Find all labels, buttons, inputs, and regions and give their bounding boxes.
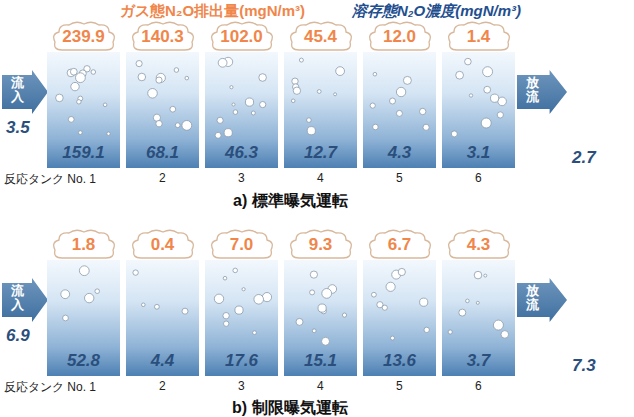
arrow-shape xyxy=(517,278,567,322)
reaction-tank: 12.7 xyxy=(284,52,357,168)
inflow-arrow: 流入 xyxy=(2,278,48,322)
gas-value: 9.3 xyxy=(288,235,354,255)
reaction-tank: 4.4 xyxy=(126,260,199,376)
dissolved-value: 3.7 xyxy=(442,351,515,371)
gas-value: 1.4 xyxy=(446,27,512,47)
gas-emission-cloud: 9.3 xyxy=(288,228,354,260)
gas-value: 12.0 xyxy=(367,27,433,47)
gas-value: 239.9 xyxy=(51,27,117,47)
tank-number: 5 xyxy=(396,379,403,393)
gas-value: 7.0 xyxy=(209,235,275,255)
reaction-tank: 13.6 xyxy=(363,260,436,376)
gas-emission-cloud: 6.7 xyxy=(367,228,433,260)
gas-emission-cloud: 0.4 xyxy=(130,228,196,260)
dissolved-value: 12.7 xyxy=(284,143,357,163)
reaction-tank: 46.3 xyxy=(205,52,278,168)
gas-emission-cloud: 12.0 xyxy=(367,20,433,52)
caption: b) 制限曝気運転 xyxy=(232,398,348,417)
dissolved-value: 13.6 xyxy=(363,351,436,371)
arrow-shape xyxy=(517,70,567,114)
tank-number: 2 xyxy=(159,171,166,185)
gas-emission-cloud: 1.4 xyxy=(446,20,512,52)
tank-number: 2 xyxy=(159,379,166,393)
arrow-shape xyxy=(2,278,48,322)
gas-value: 6.7 xyxy=(367,235,433,255)
flow-label: 放流 xyxy=(526,284,539,313)
outflow-value: 7.3 xyxy=(572,356,596,376)
reaction-tank: 68.1 xyxy=(126,52,199,168)
tank-number: 5 xyxy=(396,171,403,185)
tank-number: 4 xyxy=(317,171,324,185)
tank-number: 反応タンク No. 1 xyxy=(4,379,96,396)
reaction-tank: 52.8 xyxy=(47,260,120,376)
inflow-value: 3.5 xyxy=(6,118,30,138)
tank-number: 3 xyxy=(238,171,245,185)
dissolved-value: 4.3 xyxy=(363,143,436,163)
flow-label: 放流 xyxy=(526,76,539,105)
flow-label: 流入 xyxy=(11,76,24,105)
gas-value: 102.0 xyxy=(209,27,275,47)
tank-number: 6 xyxy=(475,379,482,393)
reaction-tank: 15.1 xyxy=(284,260,357,376)
reaction-tank: 3.1 xyxy=(442,52,515,168)
gas-value: 45.4 xyxy=(288,27,354,47)
gas-emission-cloud: 239.9 xyxy=(51,20,117,52)
inflow-arrow: 流入 xyxy=(2,70,48,114)
gas-emission-cloud: 4.3 xyxy=(446,228,512,260)
inflow-value: 6.9 xyxy=(6,326,30,346)
dissolved-value: 4.4 xyxy=(126,351,199,371)
legend-dissolved: 溶存態N₂O濃度(mgN/m³) xyxy=(352,2,521,21)
dissolved-value: 17.6 xyxy=(205,351,278,371)
gas-emission-cloud: 7.0 xyxy=(209,228,275,260)
outflow-value: 2.7 xyxy=(572,148,596,168)
outflow-arrow: 放流 xyxy=(517,278,567,322)
gas-emission-cloud: 45.4 xyxy=(288,20,354,52)
reaction-tank: 3.7 xyxy=(442,260,515,376)
dissolved-value: 68.1 xyxy=(126,143,199,163)
gas-value: 4.3 xyxy=(446,235,512,255)
arrow-shape xyxy=(2,70,48,114)
gas-emission-cloud: 140.3 xyxy=(130,20,196,52)
dissolved-value: 3.1 xyxy=(442,143,515,163)
flow-label: 流入 xyxy=(11,284,24,313)
gas-value: 1.8 xyxy=(51,235,117,255)
tank-number: 3 xyxy=(238,379,245,393)
dissolved-value: 159.1 xyxy=(47,143,120,163)
reaction-tank: 159.1 xyxy=(47,52,120,168)
tank-number: 6 xyxy=(475,171,482,185)
dissolved-value: 46.3 xyxy=(205,143,278,163)
gas-value: 0.4 xyxy=(130,235,196,255)
reaction-tank: 17.6 xyxy=(205,260,278,376)
gas-emission-cloud: 1.8 xyxy=(51,228,117,260)
tank-number: 反応タンク No. 1 xyxy=(4,171,96,188)
legend-gas: ガス態N₂O排出量(mgN/m³) xyxy=(120,2,305,21)
caption: a) 標準曝気運転 xyxy=(233,191,348,212)
tank-number: 4 xyxy=(317,379,324,393)
dissolved-value: 52.8 xyxy=(47,351,120,371)
dissolved-value: 15.1 xyxy=(284,351,357,371)
gas-emission-cloud: 102.0 xyxy=(209,20,275,52)
reaction-tank: 4.3 xyxy=(363,52,436,168)
gas-value: 140.3 xyxy=(130,27,196,47)
outflow-arrow: 放流 xyxy=(517,70,567,114)
